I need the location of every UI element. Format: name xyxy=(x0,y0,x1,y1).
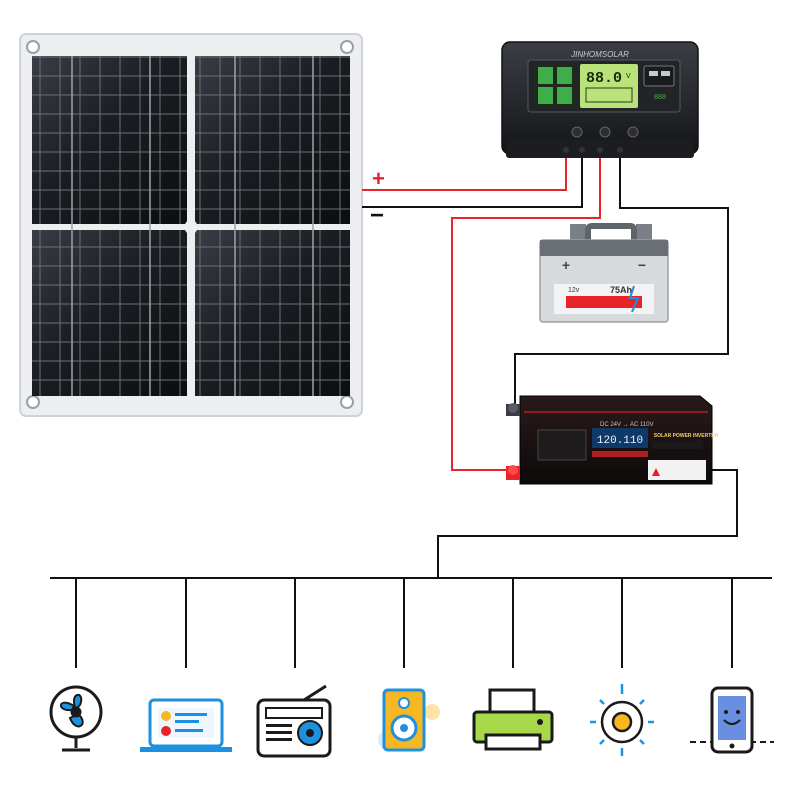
battery-voltage-label: 12v xyxy=(568,287,580,294)
radio-icon xyxy=(256,684,332,758)
mount-hole xyxy=(26,40,40,54)
inverter-lcd xyxy=(592,428,648,448)
battery-capacity-label: 75Ah xyxy=(610,285,632,295)
inverter-spec: DC 24V → AC 110V xyxy=(600,422,654,428)
laptop-icon xyxy=(140,698,232,752)
status-indicator xyxy=(538,87,553,104)
panel-positive-wire xyxy=(362,150,567,191)
controller-secondary-readout: 888 xyxy=(654,94,666,101)
inverter-positive-wire xyxy=(451,150,601,471)
controller-button xyxy=(571,126,583,138)
controller-unit: V xyxy=(626,73,631,80)
controller-button xyxy=(599,126,611,138)
mount-hole xyxy=(340,40,354,54)
warning-icon xyxy=(652,468,660,476)
speaker-icon xyxy=(378,688,440,752)
status-indicator xyxy=(557,87,572,104)
light-bulb-icon xyxy=(590,684,654,756)
inverter-outlet xyxy=(648,460,706,480)
inverter-title: SOLAR POWER INVERTER xyxy=(654,433,719,439)
smartphone-icon xyxy=(690,686,774,754)
solar-panel xyxy=(19,33,363,417)
cell-block xyxy=(195,230,350,396)
cell-block xyxy=(32,230,187,396)
battery: + − 12v 75Ah xyxy=(539,223,669,323)
fan-icon xyxy=(49,685,103,752)
inverter-readout: 120.110 xyxy=(597,435,643,447)
cell-block xyxy=(32,56,187,224)
panel-negative-wire xyxy=(362,150,583,208)
controller-lcd xyxy=(580,64,638,108)
ac-output-wire xyxy=(437,469,738,578)
cell-block xyxy=(195,56,350,224)
controller-voltage-readout: 88.0 xyxy=(586,70,622,87)
controller-brand: JINHOMSOLAR xyxy=(570,50,629,59)
panel-center-joint xyxy=(183,215,199,239)
status-indicator xyxy=(557,67,572,84)
negative-label: − xyxy=(370,202,384,229)
charge-bolt-icon xyxy=(628,285,640,313)
printer-icon xyxy=(472,688,554,751)
status-indicator xyxy=(538,67,553,84)
charge-controller: JINHOMSOLAR 88.0 V 888 xyxy=(501,41,699,158)
inverter-negative-wire xyxy=(514,150,729,408)
battery-positive-mark: + xyxy=(562,257,570,273)
controller-button xyxy=(627,126,639,138)
power-inverter: DC 24V → AC 110V 120.110 SOLAR POWER INV… xyxy=(506,395,719,485)
battery-negative-mark: − xyxy=(638,257,646,273)
wiring xyxy=(50,150,772,668)
mount-hole xyxy=(340,395,354,409)
mount-hole xyxy=(26,395,40,409)
positive-label: + xyxy=(372,166,385,191)
